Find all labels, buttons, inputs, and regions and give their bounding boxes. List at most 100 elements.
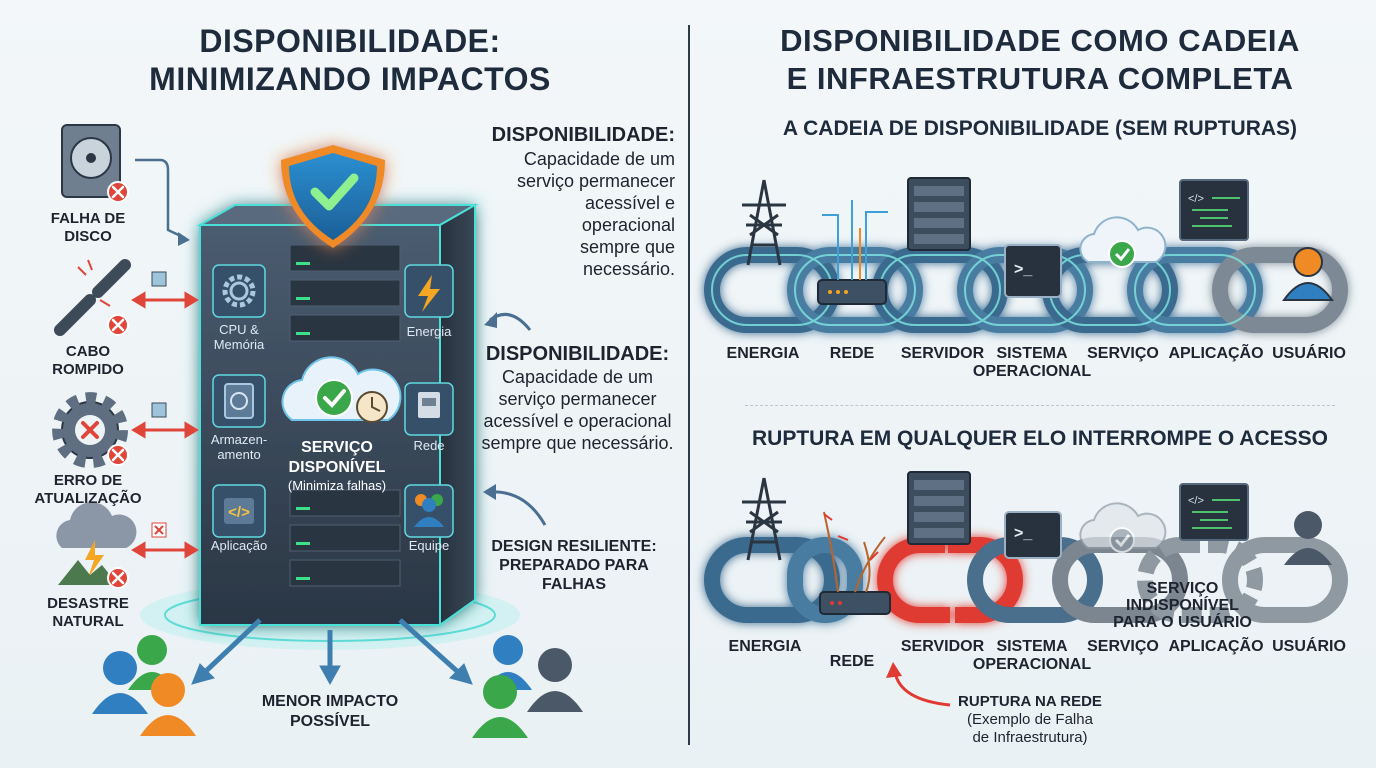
threat-label-line1: DESASTRE xyxy=(47,595,129,612)
chain1-os-line1: SISTEMA xyxy=(996,345,1068,362)
definition-1-line: operacional xyxy=(581,215,675,235)
service-line3: (Minimiza falhas) xyxy=(287,478,387,493)
chain2-label-os: SISTEMA OPERACIONAL xyxy=(972,638,1092,674)
module-label-app: Aplicação xyxy=(204,538,274,553)
rupture-line2: (Exemplo de Falha xyxy=(967,711,1093,728)
service-line1: SERVIÇO xyxy=(301,439,373,456)
threat-label-line2: ROMPIDO xyxy=(52,361,124,378)
ethernet-icon xyxy=(418,392,440,418)
design-line3: FALHAS xyxy=(542,576,606,593)
module-label-team: Equipe xyxy=(408,538,450,553)
right-illustration: >_ </> > xyxy=(704,177,1348,707)
definition-1-line: sempre que xyxy=(579,237,675,257)
chain2-os-line2: OPERACIONAL xyxy=(972,656,1092,673)
chain1-label-server: SERVIDOR xyxy=(900,345,985,362)
terminal-icon: >_ xyxy=(1004,511,1062,559)
impact-line2: POSSÍVEL xyxy=(289,713,371,730)
module-label-line1: CPU & xyxy=(219,322,259,337)
threat-label-disk: FALHA DE DISCO xyxy=(38,210,138,246)
router-broken-icon xyxy=(819,511,891,615)
definition-1-heading: DISPONIBILIDADE: xyxy=(491,124,675,146)
terminal-icon: >_ xyxy=(1004,244,1062,298)
definition-1: DISPONIBILIDADE: Capacidade de um serviç… xyxy=(455,122,675,280)
threat-label-line2: DISCO xyxy=(64,228,112,245)
chain1-label-energy: ENERGIA xyxy=(726,345,800,362)
rupture-arrow xyxy=(893,671,951,707)
threat-label-update: ERRO DE ATUALIZAÇÃO xyxy=(28,472,148,508)
definition-2-heading: DISPONIBILIDADE: xyxy=(485,343,670,365)
power-tower-icon xyxy=(742,477,786,561)
rack-leds xyxy=(296,262,310,580)
storm-icon xyxy=(56,502,137,585)
definition-1-line: necessário. xyxy=(582,259,675,279)
chain2-label-energy: ENERGIA xyxy=(728,638,802,655)
chain2-os-line1: SISTEMA xyxy=(996,638,1068,655)
design-line2: PREPARADO PARA xyxy=(499,557,649,574)
shield-check-icon xyxy=(281,145,385,248)
service-line2: DISPONÍVEL xyxy=(288,459,386,476)
unavailable-line1: SERVIÇO xyxy=(1146,580,1219,597)
threat-label-cable: CABO ROMPIDO xyxy=(38,343,138,379)
right-title-line2: E INFRAESTRUTURA COMPLETA xyxy=(786,61,1294,96)
design-resilient-label: DESIGN RESILIENTE: PREPARADO PARA FALHAS xyxy=(478,537,670,594)
threat-label-line2: NATURAL xyxy=(52,613,124,630)
chain1-label-application: APLICAÇÃO xyxy=(1168,345,1264,362)
module-label-cpu: CPU & Memória xyxy=(204,322,274,352)
server-icon xyxy=(907,177,971,251)
chain1-heading: A CADEIA DE DISPONIBILIDADE (SEM RUPTURA… xyxy=(782,117,1298,140)
hard-disk-icon xyxy=(224,383,254,419)
disk-to-server-arrow xyxy=(135,158,186,240)
right-title-line1: DISPONIBILIDADE COMO CADEIA xyxy=(780,23,1300,58)
cloud-check-icon xyxy=(1079,216,1167,268)
def-arrow-2 xyxy=(489,490,547,526)
rack-slots xyxy=(289,244,401,587)
threat-label-line1: FALHA DE xyxy=(50,210,126,227)
unavailable-line3: PARA O USUÁRIO xyxy=(1113,614,1252,631)
user-group-right xyxy=(472,635,583,738)
router-icon xyxy=(817,200,888,305)
definition-2-line: serviço permanecer xyxy=(498,389,657,409)
chain2-label-server: SERVIDOR xyxy=(900,638,985,655)
impact-label: MENOR IMPACTO POSSÍVEL xyxy=(250,692,410,732)
svg-text:</>: </> xyxy=(1188,495,1204,507)
chain1-os-line2: OPERACIONAL xyxy=(972,363,1092,380)
panel-divider xyxy=(688,25,690,745)
threat-label-line1: ERRO DE xyxy=(53,472,123,489)
power-tower-icon xyxy=(742,179,786,266)
service-available-label: SERVIÇO DISPONÍVEL (Minimiza falhas) xyxy=(272,438,402,494)
lightning-icon xyxy=(418,275,440,312)
threat-label-line2: ATUALIZAÇÃO xyxy=(34,490,142,507)
cloud-check-icon xyxy=(281,356,402,423)
module-label-line1: Armazen- xyxy=(210,432,268,447)
rupture-line3: de Infraestrutura) xyxy=(972,729,1088,746)
service-unavailable-label: SERVIÇO INDISPONÍVEL PARA O USUÁRIO xyxy=(1100,580,1265,631)
svg-text:</>: </> xyxy=(1188,193,1204,205)
chain2-label-application: APLICAÇÃO xyxy=(1168,638,1264,655)
team-icon xyxy=(414,494,444,527)
module-label-line2: amento xyxy=(217,447,261,462)
left-title-line2: MINIMIZANDO IMPACTOS xyxy=(149,61,551,97)
user-icon xyxy=(1284,511,1332,565)
chain2-heading: RUPTURA EM QUALQUER ELO INTERROMPE O ACE… xyxy=(752,427,1328,450)
design-line1: DESIGN RESILIENTE: xyxy=(491,538,657,555)
definition-2: DISPONIBILIDADE: Capacidade de um serviç… xyxy=(470,342,685,454)
rupture-label: RUPTURA NA REDE (Exemplo de Falha de Inf… xyxy=(950,693,1110,747)
gear-icon xyxy=(222,274,256,308)
definition-2-line: sempre que necessário. xyxy=(481,433,674,453)
left-title-line1: DISPONIBILIDADE: xyxy=(199,23,501,59)
chain2-label-network: REDE xyxy=(829,653,875,670)
module-label-line2: Memória xyxy=(213,337,265,352)
chain2-label-service: SERVIÇO xyxy=(1087,638,1159,655)
definition-1-line: serviço permanecer xyxy=(516,171,675,191)
right-title: DISPONIBILIDADE COMO CADEIA E INFRAESTRU… xyxy=(710,22,1370,98)
chain1-label-user: USUÁRIO xyxy=(1272,345,1346,362)
server-icon xyxy=(907,471,971,545)
module-label-network: Rede xyxy=(413,438,445,453)
left-title: DISPONIBILIDADE: MINIMIZANDO IMPACTOS xyxy=(100,22,600,98)
user-group-left xyxy=(92,635,196,736)
user-icon xyxy=(1282,247,1334,301)
definition-2-line: acessível e operacional xyxy=(483,411,672,431)
error-badge-x xyxy=(111,185,125,585)
broken-cable-icon xyxy=(54,259,131,336)
definition-1-line: Capacidade de um xyxy=(523,149,675,169)
